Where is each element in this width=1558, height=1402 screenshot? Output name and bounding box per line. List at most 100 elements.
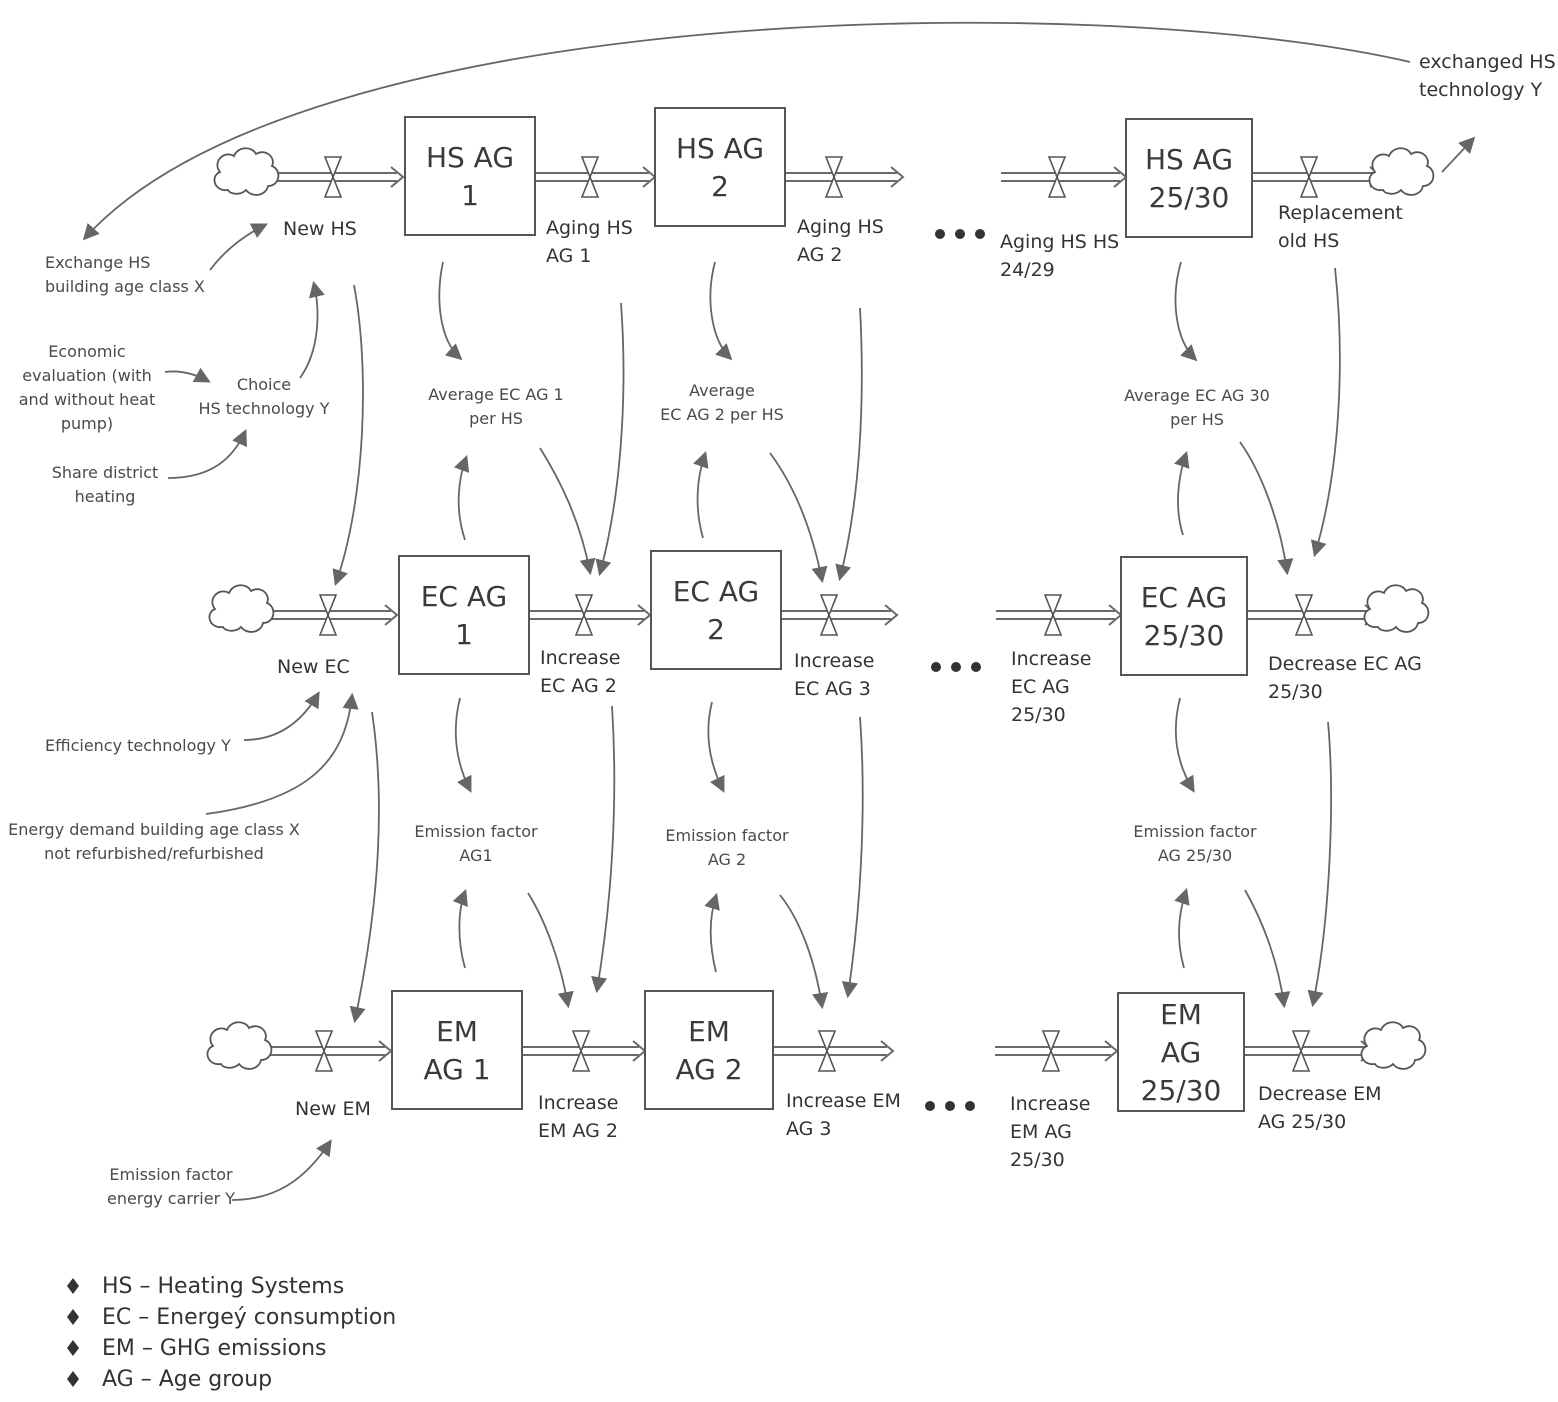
hs-flow-pipe bbox=[535, 166, 657, 188]
diamond-bullet-icon bbox=[67, 1309, 79, 1325]
causal-link bbox=[452, 888, 468, 969]
hs-flow-valve bbox=[1047, 156, 1067, 198]
causal-link bbox=[704, 892, 720, 973]
flow-valves bbox=[314, 156, 1319, 1072]
causal-link bbox=[438, 261, 463, 361]
em-flow-valve bbox=[1291, 1030, 1311, 1072]
hs-flow-valve bbox=[1299, 156, 1319, 198]
em-flow-pipe bbox=[269, 1040, 393, 1062]
causal-link bbox=[1174, 887, 1190, 969]
legend-text: AG – Age group bbox=[102, 1367, 272, 1392]
causal-links bbox=[82, 21, 1476, 1201]
ec-flow-valve bbox=[318, 594, 338, 636]
ellipsis bbox=[935, 229, 985, 239]
causal-link bbox=[1441, 136, 1476, 173]
causal-link bbox=[349, 711, 380, 1024]
diamond-bullet-icon bbox=[67, 1371, 79, 1387]
causal-link bbox=[707, 701, 725, 793]
causal-link bbox=[1239, 441, 1294, 576]
em-flow-pipe bbox=[773, 1040, 895, 1062]
flow-label-new-em: New EM bbox=[295, 1098, 371, 1120]
causal-link bbox=[205, 692, 359, 815]
hs-source-cloud bbox=[213, 147, 280, 196]
ec-flow-pipe bbox=[530, 604, 652, 626]
aux-label-efficiency-tech: Efficiency technology Y bbox=[45, 736, 231, 755]
ec-flow-pipe bbox=[781, 604, 899, 626]
hs-flow-pipe bbox=[1253, 166, 1384, 188]
em-flow-valve bbox=[817, 1030, 837, 1072]
ec-flow-valve bbox=[819, 594, 839, 636]
diamond-bullet-icon bbox=[67, 1340, 79, 1356]
causal-link bbox=[841, 716, 864, 999]
legend-item: EM – GHG emissions bbox=[67, 1336, 326, 1361]
hs-flow-valve bbox=[580, 156, 600, 198]
causal-link bbox=[1244, 889, 1291, 1009]
legend-text: EC – Energeý consumption bbox=[102, 1305, 396, 1330]
causal-link bbox=[453, 454, 470, 541]
causal-link bbox=[595, 302, 625, 577]
em-sink-cloud bbox=[1360, 1021, 1427, 1070]
flow-pipes bbox=[269, 166, 1384, 1062]
ec-flow-valve bbox=[1294, 594, 1314, 636]
causal-link bbox=[164, 367, 211, 383]
em-flow-pipe bbox=[995, 1040, 1119, 1062]
em-flow-valve bbox=[1041, 1030, 1061, 1072]
causal-link bbox=[591, 705, 616, 994]
legend-item: EC – Energeý consumption bbox=[67, 1305, 396, 1330]
causal-link bbox=[779, 894, 829, 1010]
source-sink-clouds bbox=[206, 147, 1435, 1070]
flow-label-new-hs: New HS bbox=[283, 218, 357, 240]
em-flow-valve bbox=[571, 1030, 591, 1072]
causal-link bbox=[82, 21, 1411, 241]
ec-sink-cloud bbox=[1363, 584, 1430, 633]
ellipsis bbox=[925, 1101, 975, 1111]
ec-flow-pipe bbox=[1248, 604, 1379, 626]
causal-link bbox=[1174, 450, 1190, 536]
ec-flow-pipe bbox=[271, 604, 399, 626]
causal-link bbox=[539, 447, 596, 576]
causal-link bbox=[299, 280, 325, 379]
em-source-cloud bbox=[206, 1021, 273, 1070]
causal-link bbox=[231, 1139, 332, 1201]
causal-link bbox=[332, 284, 364, 587]
ec-flow-pipe bbox=[996, 604, 1123, 626]
hs-flow-valve bbox=[323, 156, 343, 198]
legend-item: HS – Heating Systems bbox=[67, 1274, 344, 1299]
causal-link bbox=[527, 892, 574, 1009]
hs-sink-cloud bbox=[1368, 147, 1435, 196]
hs-flow-pipe bbox=[785, 166, 905, 188]
hs-flow-valve bbox=[824, 156, 844, 198]
legend-text: HS – Heating Systems bbox=[102, 1274, 344, 1299]
legend: HS – Heating Systems EC – Energeý consump… bbox=[67, 1274, 396, 1392]
